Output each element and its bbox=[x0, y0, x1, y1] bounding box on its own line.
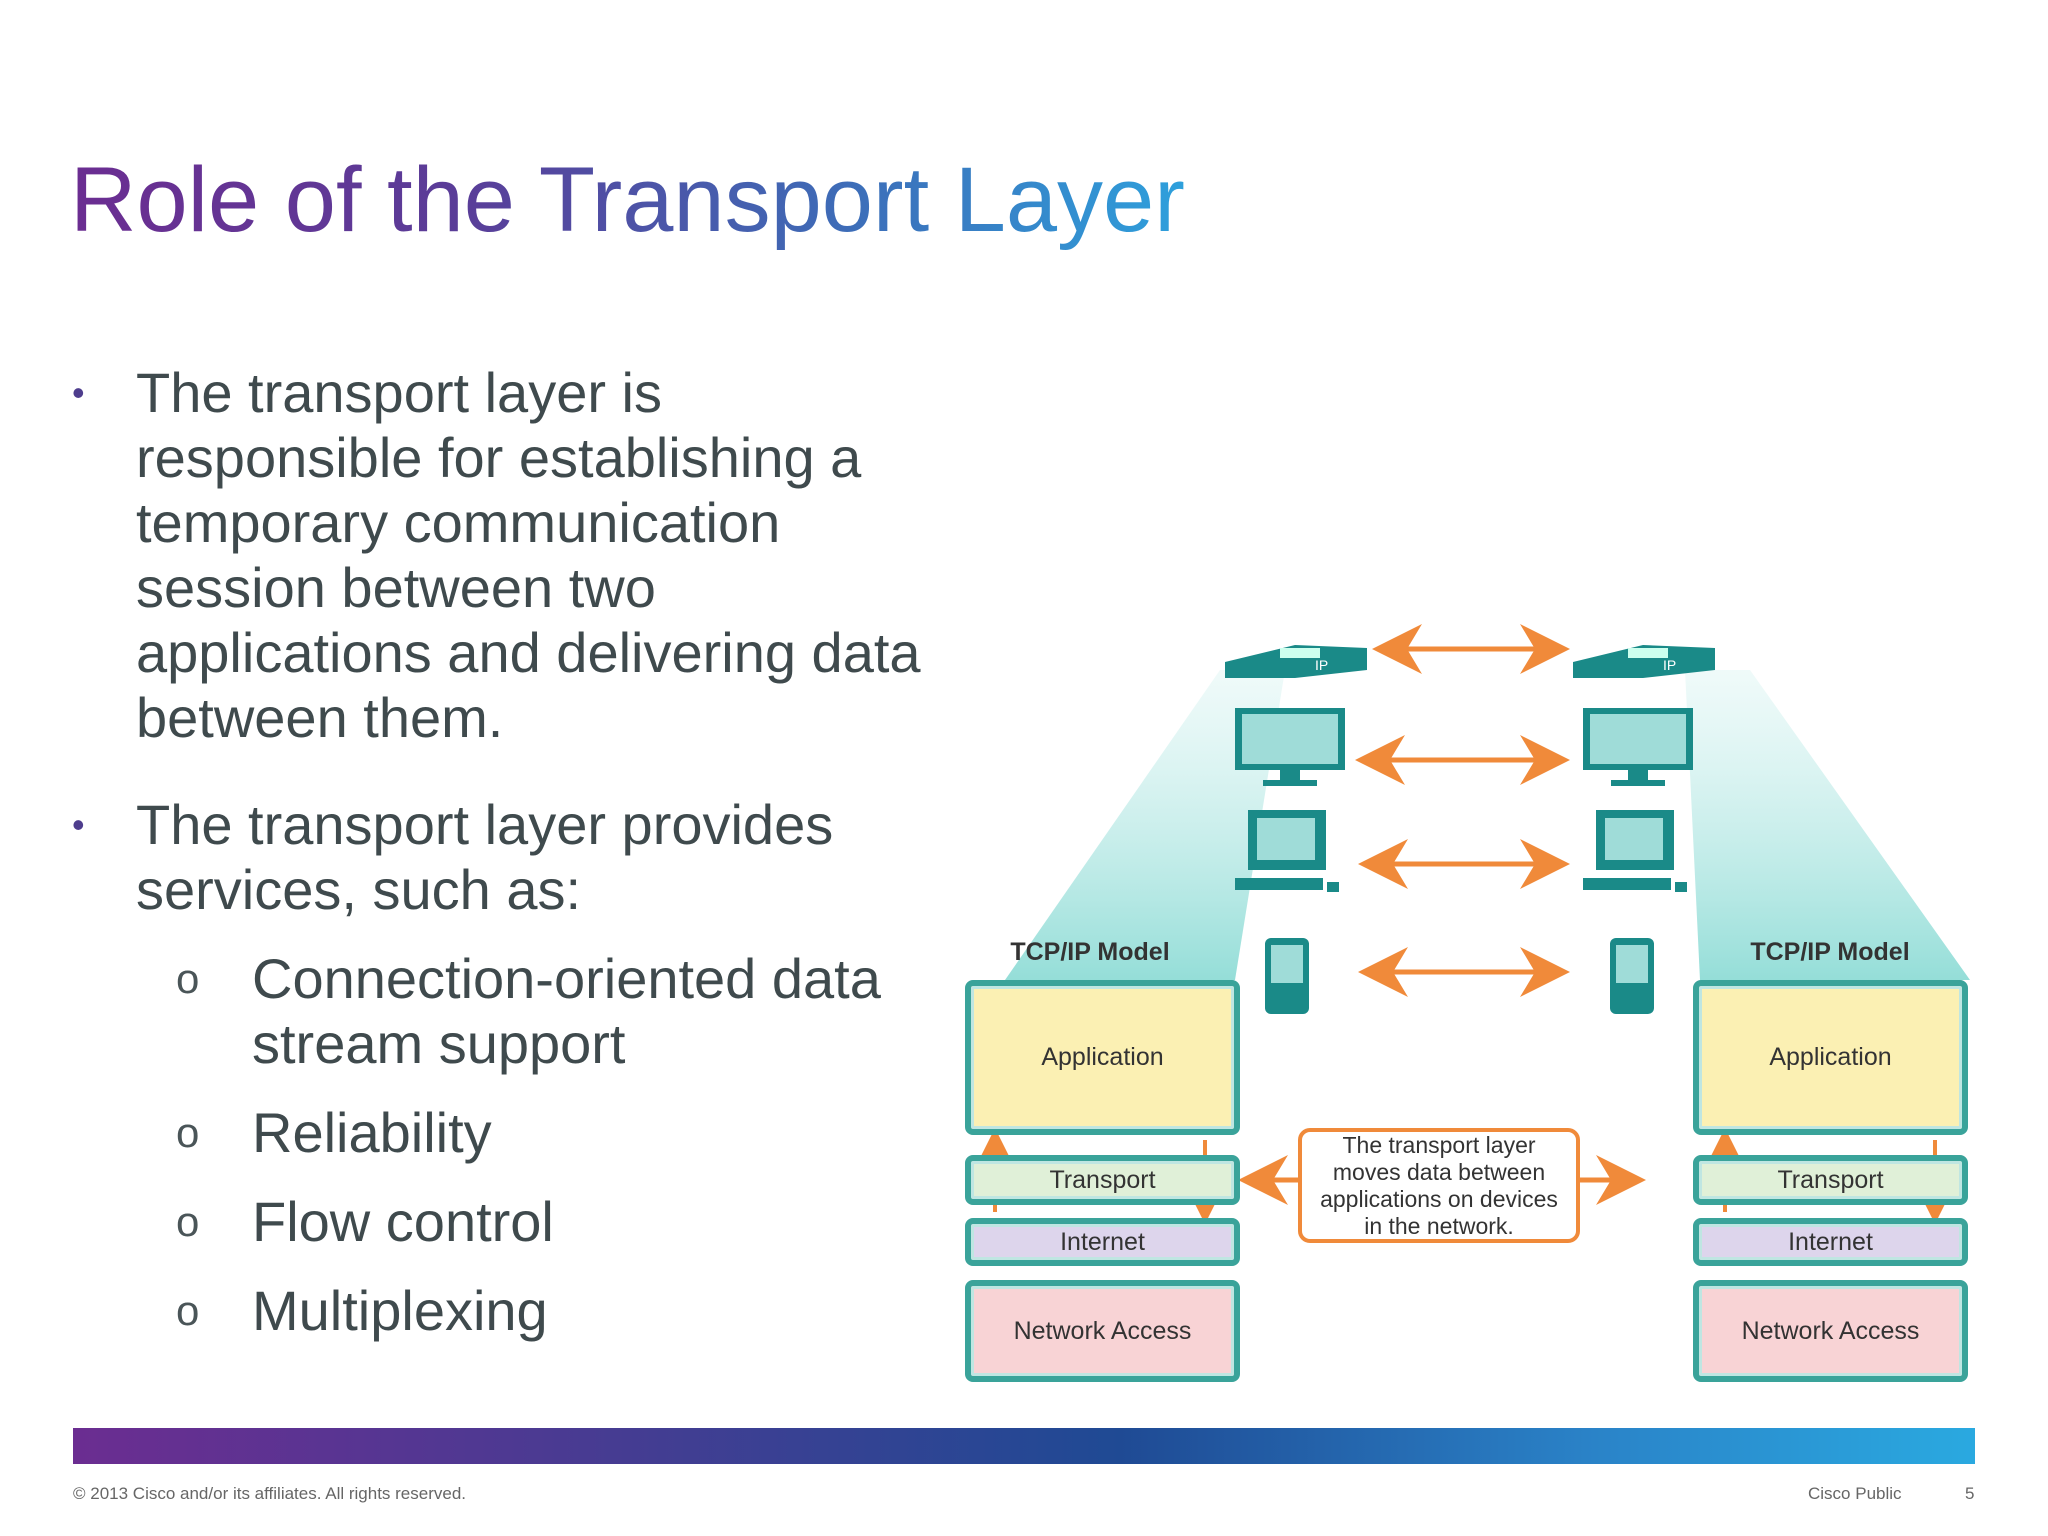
sub-bullet-item: o Reliability bbox=[70, 1100, 930, 1165]
right-desktop-computer-icon bbox=[1583, 810, 1687, 892]
bullet-item: • The transport layer is responsible for… bbox=[70, 360, 930, 750]
right-smartphone-icon bbox=[1610, 938, 1654, 1014]
bullet-text: The transport layer is responsible for e… bbox=[136, 361, 921, 749]
hollow-circle-bullet-icon: o bbox=[176, 1287, 200, 1334]
left-transport-layer: Transport bbox=[965, 1155, 1240, 1205]
hollow-circle-bullet-icon: o bbox=[176, 955, 200, 1002]
tcp-ip-diagram: IP IP bbox=[955, 600, 1975, 1390]
transport-callout: The transport layer moves data between a… bbox=[1298, 1128, 1580, 1243]
left-application-layer: Application bbox=[965, 980, 1240, 1135]
left-desktop-computer-icon bbox=[1235, 810, 1339, 892]
bullet-text: The transport layer provides services, s… bbox=[136, 793, 834, 921]
right-network-access-layer: Network Access bbox=[1693, 1280, 1968, 1382]
svg-text:IP: IP bbox=[1663, 657, 1676, 673]
slide-title: Role of the Transport Layer bbox=[70, 149, 1185, 251]
right-ip-phone-icon: IP bbox=[1573, 645, 1715, 678]
footer-classification: Cisco Public bbox=[1808, 1484, 1902, 1503]
right-light-beam bbox=[1685, 670, 1970, 980]
sub-bullet-text: Flow control bbox=[252, 1190, 554, 1253]
sub-bullet-text: Reliability bbox=[252, 1101, 492, 1164]
page-number: 5 bbox=[1965, 1484, 1975, 1503]
left-ip-phone-icon: IP bbox=[1225, 645, 1367, 678]
left-model-title: TCP/IP Model bbox=[1010, 938, 1170, 966]
hollow-circle-bullet-icon: o bbox=[176, 1109, 200, 1156]
left-network-access-layer: Network Access bbox=[965, 1280, 1240, 1382]
footer-gradient-bar bbox=[73, 1428, 1975, 1464]
left-internet-layer: Internet bbox=[965, 1218, 1240, 1266]
right-model-title: TCP/IP Model bbox=[1750, 938, 1910, 966]
sub-bullet-item: o Multiplexing bbox=[70, 1278, 930, 1343]
sub-bullet-text: Multiplexing bbox=[252, 1279, 548, 1342]
right-internet-layer: Internet bbox=[1693, 1218, 1968, 1266]
bullet-list: • The transport layer is responsible for… bbox=[70, 360, 930, 1367]
footer-copyright: © 2013 Cisco and/or its affiliates. All … bbox=[73, 1484, 467, 1503]
left-monitor-icon bbox=[1235, 708, 1345, 786]
right-monitor-icon bbox=[1583, 708, 1693, 786]
diagram-graphics: IP IP bbox=[975, 624, 1970, 1224]
left-light-beam bbox=[1005, 670, 1285, 980]
sub-bullet-item: o Connection-oriented data stream suppor… bbox=[70, 946, 930, 1076]
bullet-dot-icon: • bbox=[72, 372, 85, 413]
bullet-dot-icon: • bbox=[72, 804, 85, 845]
bullet-item: • The transport layer provides services,… bbox=[70, 792, 930, 922]
hollow-circle-bullet-icon: o bbox=[176, 1198, 200, 1245]
svg-text:IP: IP bbox=[1315, 657, 1328, 673]
sub-bullet-text: Connection-oriented data stream support bbox=[252, 947, 881, 1075]
right-transport-layer: Transport bbox=[1693, 1155, 1968, 1205]
sub-bullet-list: o Connection-oriented data stream suppor… bbox=[70, 946, 930, 1343]
sub-bullet-item: o Flow control bbox=[70, 1189, 930, 1254]
right-application-layer: Application bbox=[1693, 980, 1968, 1135]
left-smartphone-icon bbox=[1265, 938, 1309, 1014]
